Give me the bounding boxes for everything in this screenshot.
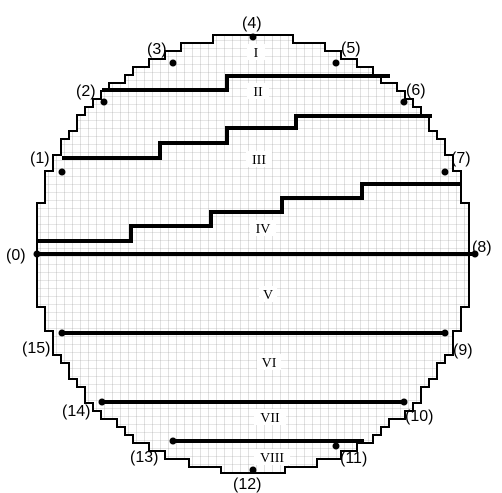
point-label-6: (6) (406, 82, 426, 99)
region-label-1: I (254, 46, 259, 61)
point-marker-7 (441, 168, 449, 176)
point-label-14: (14) (62, 403, 90, 420)
point-label-3: (3) (147, 41, 167, 58)
point-marker-8 (471, 250, 479, 258)
point-label-9: (9) (453, 342, 473, 359)
point-label-11: (11) (340, 450, 367, 467)
point-marker-0 (33, 250, 41, 258)
point-label-15: (15) (22, 340, 50, 357)
division-line-1-2 (102, 74, 390, 92)
point-marker-2 (100, 98, 108, 106)
region-label-5: V (263, 288, 273, 303)
region-label-2: II (253, 85, 263, 100)
point-marker-5 (332, 59, 340, 67)
point-marker-13 (169, 437, 177, 445)
point-marker-1 (58, 168, 66, 176)
region-label-3: III (252, 153, 266, 168)
point-labels: (0) (1) (2) (3) (4) (5) (6) (7) (8) (9) … (6, 15, 492, 493)
point-marker-10 (400, 398, 408, 406)
point-label-1: (1) (30, 150, 50, 167)
point-marker-3 (169, 59, 177, 67)
point-marker-9 (441, 329, 449, 337)
point-label-0: (0) (6, 247, 26, 264)
point-label-2: (2) (76, 83, 96, 100)
point-marker-12 (249, 466, 257, 474)
division-line-3-4 (37, 182, 461, 243)
point-marker-11 (332, 442, 340, 450)
point-marker-4 (249, 33, 257, 41)
region-labels: I II III IV V VI VII VIII (246, 44, 290, 466)
point-label-12: (12) (233, 476, 261, 493)
division-line-2-3 (62, 114, 432, 160)
point-markers (33, 33, 479, 474)
point-marker-6 (400, 98, 408, 106)
point-marker-15 (58, 329, 66, 337)
point-label-13: (13) (130, 449, 158, 466)
point-label-8: (8) (472, 239, 492, 256)
point-label-4: (4) (242, 15, 262, 32)
wafer-outline (36, 34, 470, 474)
point-label-5: (5) (341, 40, 361, 57)
division-lines (37, 74, 475, 443)
point-label-7: (7) (451, 150, 471, 167)
point-label-10: (10) (405, 408, 433, 425)
region-label-8: VIII (260, 451, 284, 466)
region-label-4: IV (256, 222, 271, 237)
region-label-6: VI (262, 356, 277, 371)
point-marker-14 (98, 398, 106, 406)
region-label-7: VII (260, 411, 280, 426)
